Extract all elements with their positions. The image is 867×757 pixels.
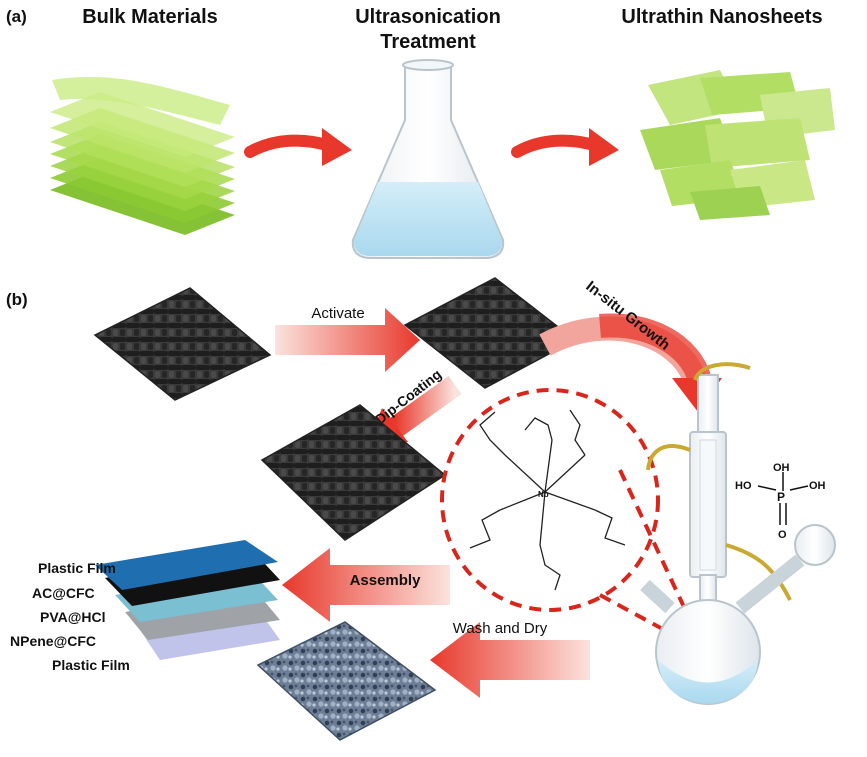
activate-arrow-icon [275,308,420,372]
npene-cfc-fabric [256,621,437,741]
phosphoric-acid-structure [757,472,809,525]
layer-plastic-film-top: Plastic Film [38,560,116,576]
arrow-a1-icon [244,128,352,166]
phosphoric-p: P [777,490,785,504]
layer-pva-hcl: PVA@HCl [40,609,106,625]
assembly-arrow-icon [282,548,450,622]
ultrasonication-title-line1: Ultrasonication [355,6,501,28]
bulk-sheets-stack [50,76,235,235]
nanosheets-cluster [640,70,835,220]
panel-b-label: (b) [6,290,28,309]
phosphoric-oh-top: OH [773,462,790,474]
wash-dry-label: Wash and Dry [453,620,548,637]
ultrathin-nanosheets-title: Ultrathin Nanosheets [621,6,822,28]
phosphoric-oh-right: OH [809,480,826,492]
layer-plastic-film-bottom: Plastic Film [52,657,130,673]
wash-dry-arrow-icon [430,622,590,698]
assembly-label: Assembly [350,572,422,589]
nb-complex-structure [469,409,626,591]
insitu-growth-label: In-situ Growth [583,278,674,354]
phosphoric-o: O [778,529,787,541]
phosphoric-ho-left: HO [735,480,752,492]
flask-icon [351,59,505,259]
arrow-a2-icon [511,128,619,166]
ultrasonication-title-line2: Treatment [380,31,476,53]
layer-ac-cfc: AC@CFC [32,585,95,601]
layer-npene-cfc: NPene@CFC [10,633,96,649]
panel-a-label: (a) [6,7,27,26]
reflux-apparatus-icon [640,362,836,705]
carbon-fabric-raw [93,287,272,401]
layered-device [95,540,280,660]
insitu-growth-arrow-icon [539,313,722,412]
activate-label: Activate [311,305,364,322]
nb-label: Nb [538,490,549,499]
bulk-materials-title: Bulk Materials [82,6,218,28]
